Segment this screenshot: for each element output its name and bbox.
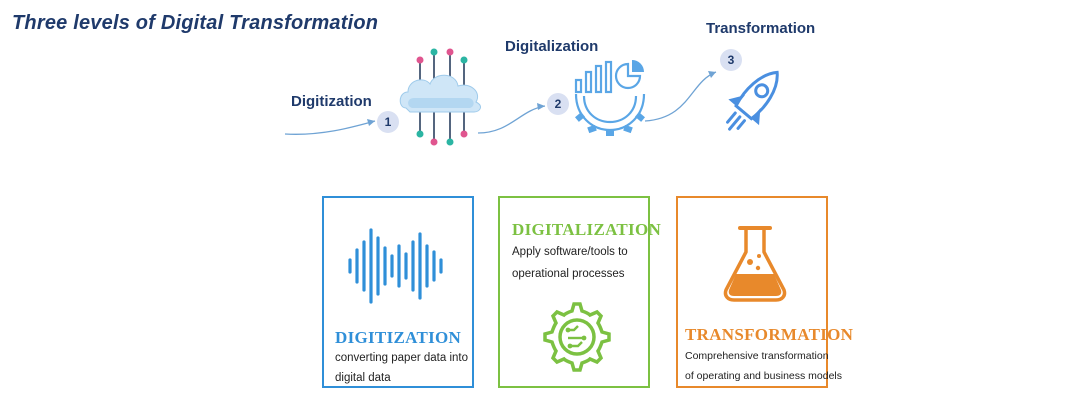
step-badge-1: 1 [377, 111, 399, 133]
sound-wave-icon [348, 228, 443, 304]
arrow-to-step-2 [477, 105, 546, 134]
page-title: Three levels of Digital Transformation [12, 12, 379, 34]
step-badge-3: 3 [720, 49, 742, 71]
step-label-digitalization: Digitalization [505, 38, 599, 55]
card-text-transformation-line-1: Comprehensive transformation [685, 350, 829, 362]
card-text-transformation-line-2: of operating and business models [685, 370, 843, 382]
step-badge-2: 2 [547, 93, 569, 115]
cloud-circuit-icon [399, 48, 481, 146]
gear-chart-icon [574, 60, 646, 136]
circuit-gear-icon [543, 302, 611, 372]
card-transformation: TRANSFORMATION Comprehensive transformat… [676, 196, 853, 388]
card-text-digitization-line-1: converting paper data into [335, 352, 468, 364]
step-label-digitization: Digitization [291, 93, 372, 110]
step-label-transformation: Transformation [706, 20, 816, 37]
arrow-to-step-3 [644, 71, 717, 122]
card-digitization: DIGITIZATION converting paper data into … [322, 196, 474, 388]
rocket-icon [726, 70, 779, 131]
card-title-digitization: DIGITIZATION [335, 328, 462, 347]
card-title-digitalization: DIGITALIZATION [512, 220, 662, 239]
card-title-transformation: TRANSFORMATION [685, 325, 854, 344]
card-text-digitization-line-2: digital data [335, 372, 391, 384]
card-digitalization: DIGITALIZATION Apply software/tools to o… [498, 196, 661, 388]
card-text-digitalization-line-2: operational processes [512, 268, 625, 280]
flask-icon [723, 226, 787, 302]
card-text-digitalization-line-1: Apply software/tools to [512, 246, 628, 258]
arrow-to-step-1 [284, 120, 376, 135]
